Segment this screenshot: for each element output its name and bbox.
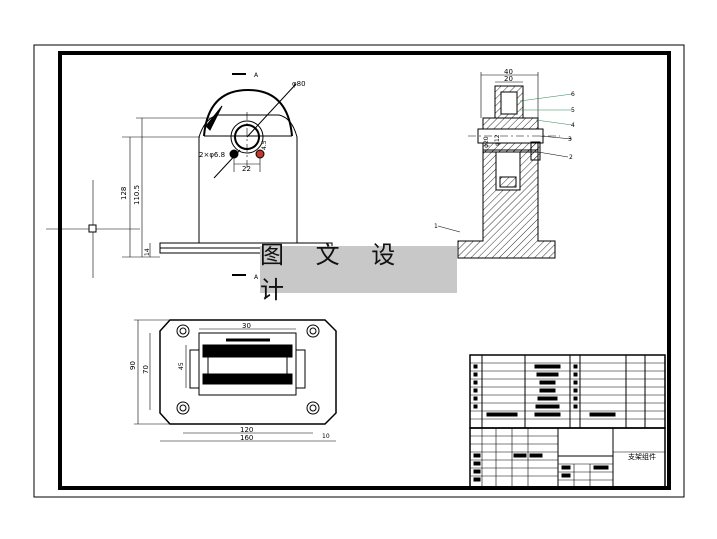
balloon-2: 2 [569,154,573,161]
top-view [134,319,337,442]
title-part-name: 支架组件 [628,452,656,461]
dim-top-width: 40 [504,68,513,76]
drawing-frame [58,51,671,490]
dim-edge: 10 [322,433,330,440]
dim-hole-offset: 4.5 [261,140,268,150]
dim-inner-width: 20 [504,75,513,83]
parts-list [469,354,666,429]
dim-height: 128 [120,187,128,200]
dim-hole-span: 120 [240,426,253,434]
side-view [437,72,573,259]
dim-mid-height: 110.5 [133,185,141,205]
watermark-label: 图 文 设 计 [260,241,457,304]
dim-overall-len: 160 [240,434,253,442]
balloon-6: 6 [571,91,575,98]
title-block [469,427,666,488]
dim-height-outer: 90 [129,361,137,370]
dim-bore: φ12 [494,134,501,146]
dim-hole-spacing: 22 [242,165,251,173]
section-mark-bottom: A [254,274,259,281]
dim-height-inner: 70 [142,365,150,374]
dim-pin-dia: φ20 [483,136,490,148]
front-view [46,73,333,278]
dim-top-dia: φ80 [292,80,306,88]
outer-border [33,44,685,498]
balloon-1: 1 [434,223,438,230]
balloon-3: 3 [568,136,572,143]
dim-top-inner-width: 30 [242,322,251,330]
balloon-5: 5 [571,107,575,114]
section-mark-top: A [254,72,259,79]
balloon-4: 4 [571,122,575,129]
dim-base: 14 [144,248,151,256]
dim-slot: 45 [178,362,185,370]
dim-holes: 2×φ6.8 [199,151,225,159]
